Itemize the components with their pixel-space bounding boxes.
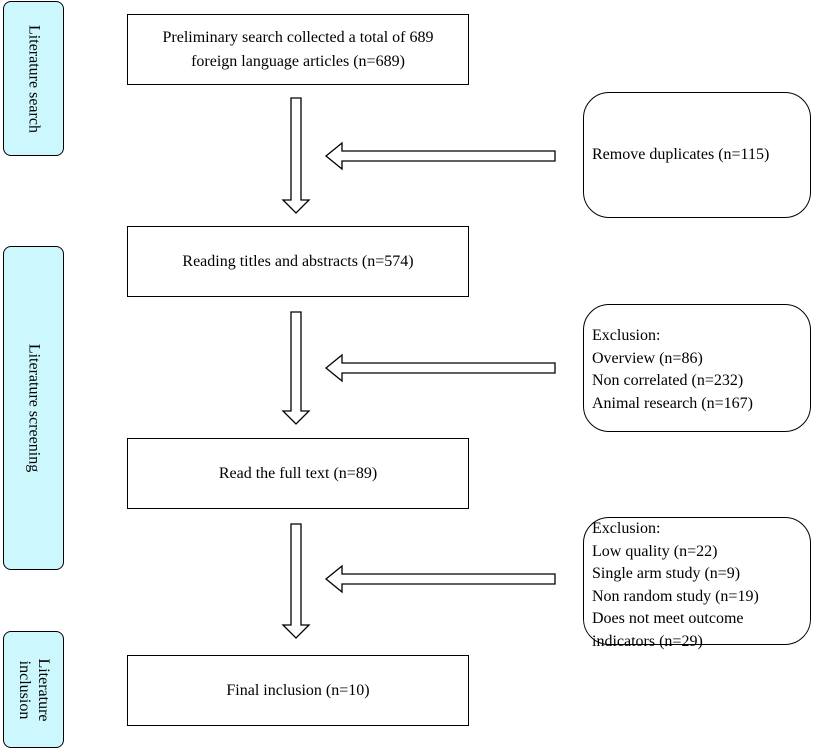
note-remove-duplicates: Remove duplicates (n=115) <box>583 92 811 218</box>
down-arrow-2 <box>281 311 311 425</box>
stage-label-inclusion: Literature inclusion <box>3 631 64 748</box>
note-exclusion-fulltext: Exclusion: Low quality (n=22) Single arm… <box>583 517 811 650</box>
box-titles-abstracts: Reading titles and abstracts (n=574) <box>127 226 469 297</box>
exclusion1-line: Exclusion: <box>592 327 661 344</box>
note-exclusion-screening: Exclusion: Overview (n=86) Non correlate… <box>583 304 811 432</box>
exclusion2-line: indicators (n=29) <box>592 632 703 650</box>
exclusion2-line: Single arm study (n=9) <box>592 565 741 582</box>
box-full-text: Read the full text (n=89) <box>127 438 469 509</box>
exclusion2-line: Non random study (n=19) <box>592 587 759 605</box>
box-full-text-text: Read the full text (n=89) <box>218 464 378 482</box>
box-final-inclusion: Final inclusion (n=10) <box>127 655 469 726</box>
box-preliminary-search: Preliminary search collected a total of … <box>127 14 469 85</box>
left-arrow-3 <box>324 564 556 594</box>
down-arrow-3 <box>281 523 311 639</box>
box-preliminary-search-line2: foreign language articles (n=689) <box>191 52 405 70</box>
down-arrow-1 <box>281 97 311 214</box>
left-arrow-2 <box>324 353 556 383</box>
exclusion2-line: Low quality (n=22) <box>592 542 718 560</box>
exclusion1-line: Overview (n=86) <box>592 349 703 367</box>
stage-label-search: Literature search <box>3 1 64 156</box>
exclusion1-line: Non correlated (n=232) <box>592 372 744 389</box>
left-arrow-1 <box>324 141 556 171</box>
box-preliminary-search-line1: Preliminary search collected a total of … <box>162 28 434 46</box>
exclusion2-line: Exclusion: <box>592 520 661 537</box>
box-final-inclusion-text: Final inclusion (n=10) <box>226 681 370 699</box>
note-remove-duplicates-text: Remove duplicates (n=115) <box>592 145 770 163</box>
exclusion2-line: Does not meet outcome <box>592 610 744 627</box>
exclusion1-line: Animal research (n=167) <box>592 394 753 412</box>
box-titles-abstracts-text: Reading titles and abstracts (n=574) <box>182 252 414 270</box>
stage-label-screening: Literature screening <box>3 246 64 570</box>
